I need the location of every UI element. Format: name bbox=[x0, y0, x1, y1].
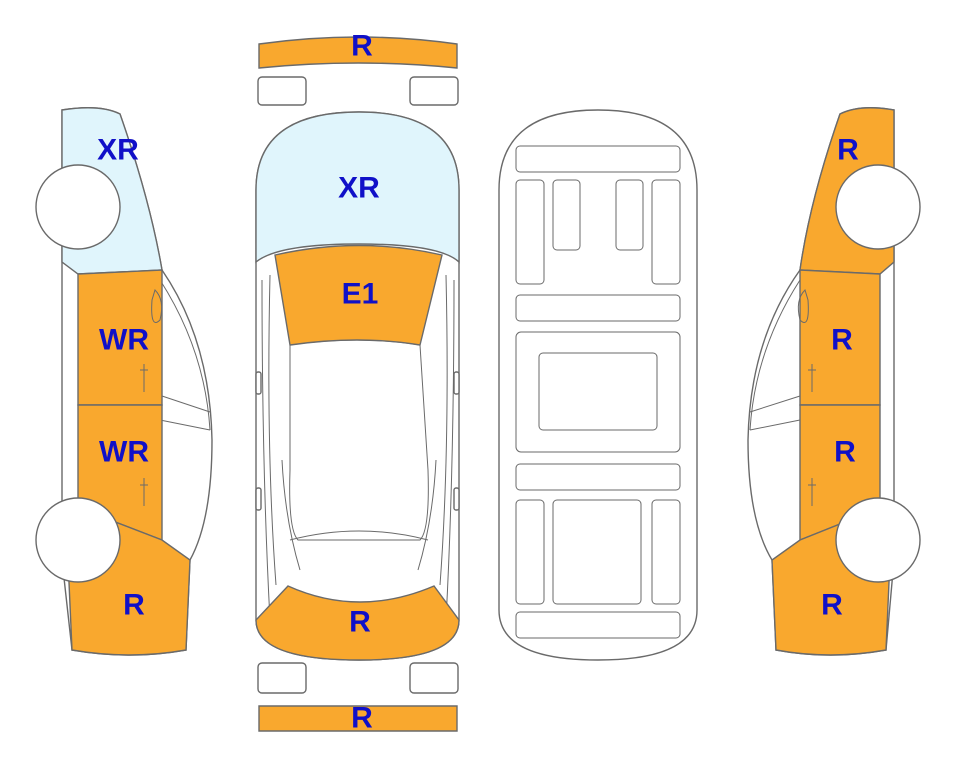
right-rear-wheel bbox=[835, 497, 921, 583]
top-hood-panel[interactable]: E1 bbox=[274, 244, 443, 346]
left-rear-door-handle bbox=[140, 478, 148, 506]
top-hood-label: E1 bbox=[342, 278, 379, 311]
rear-right-light bbox=[409, 662, 459, 694]
right-front-fender-label: R bbox=[837, 134, 859, 167]
top-trunk-panel[interactable]: R bbox=[255, 585, 460, 661]
right-front-wheel bbox=[835, 164, 921, 250]
rear-bumper-label: R bbox=[351, 702, 373, 735]
right-front-door-handle bbox=[808, 364, 816, 392]
top-windshield-label: XR bbox=[338, 172, 380, 205]
left-rear-door-label: WR bbox=[99, 436, 149, 469]
front-left-light bbox=[257, 76, 307, 106]
rear-bumper-panel[interactable]: R bbox=[258, 702, 458, 735]
left-front-door-handle bbox=[140, 364, 148, 392]
front-bumper-label: R bbox=[351, 30, 373, 63]
right-rear-door-handle bbox=[808, 478, 816, 506]
right-rear-door-label: R bbox=[834, 436, 856, 469]
underside-view-car bbox=[498, 109, 698, 661]
right-front-door-label: R bbox=[831, 324, 853, 357]
top-trunk-label: R bbox=[349, 606, 371, 639]
left-rear-quarter-label: R bbox=[123, 589, 145, 622]
right-rear-quarter-label: R bbox=[821, 589, 843, 622]
left-front-wheel bbox=[35, 164, 121, 250]
left-mirror bbox=[151, 289, 163, 323]
right-front-door-panel[interactable]: R bbox=[799, 269, 881, 406]
left-front-door-label: WR bbox=[99, 324, 149, 357]
left-front-door-panel[interactable]: WR bbox=[77, 269, 163, 406]
top-windshield-glass[interactable]: XR bbox=[255, 111, 460, 264]
right-mirror bbox=[797, 289, 809, 323]
left-front-window-label: XR bbox=[97, 134, 139, 167]
rear-left-light bbox=[257, 662, 307, 694]
left-rear-wheel bbox=[35, 497, 121, 583]
front-right-light bbox=[409, 76, 459, 106]
front-bumper-panel[interactable]: R bbox=[258, 30, 458, 69]
